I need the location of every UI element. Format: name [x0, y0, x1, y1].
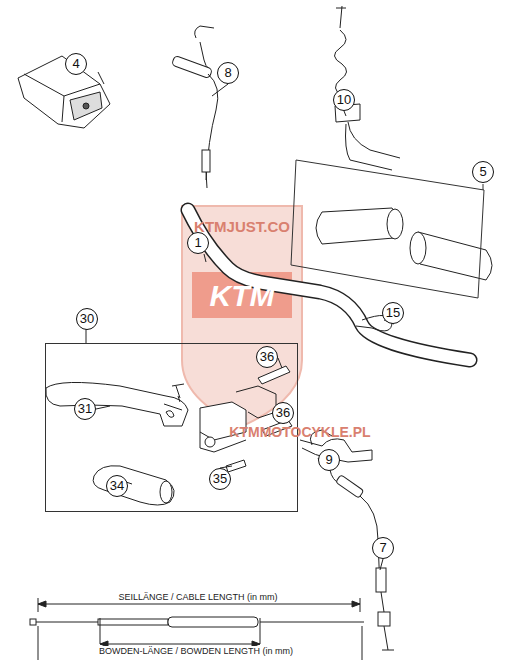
- throttle-cable: [171, 26, 217, 188]
- dimension-label: BOWDEN-LÄNGE / BOWDEN LENGTH (in mm): [96, 646, 296, 656]
- lever-guard: [93, 466, 174, 505]
- watermark-shield: [182, 206, 302, 426]
- callout-leaders: [96, 406, 110, 409]
- clutch-cable: [376, 568, 386, 592]
- dimension-lines: [30, 598, 364, 660]
- parts-panel: 5: [290, 150, 500, 302]
- callout-leaders: [380, 559, 383, 570]
- panel-outline: [291, 160, 484, 298]
- clutch-cable: [382, 626, 394, 650]
- throttle-grip: [83, 103, 89, 109]
- lever-guard: [93, 466, 174, 505]
- lever-fitting: [178, 396, 180, 402]
- dimension-lines: [100, 618, 260, 644]
- throttle-grip: [18, 56, 110, 128]
- callout-number: 30: [76, 308, 98, 330]
- grip-pair: [316, 208, 492, 280]
- clutch-cable: [336, 475, 364, 498]
- lever-fitting: [236, 386, 276, 418]
- dimension-label: SEILLÄNGE / CABLE LENGTH (in mm): [115, 592, 280, 602]
- clutch-cable: [378, 612, 390, 626]
- callout-number: 8: [217, 62, 239, 84]
- lever-fitting: [166, 384, 276, 452]
- callout-number: 36: [256, 346, 278, 368]
- callout-number: 31: [74, 398, 96, 420]
- callout-number: 15: [382, 302, 404, 324]
- clutch-lever: [46, 382, 188, 426]
- lever-guard: [160, 481, 172, 503]
- kill-switch: [334, 6, 400, 170]
- lever-fitting: [205, 437, 215, 447]
- dimension-lines: [38, 626, 362, 660]
- callout-number: 35: [209, 468, 231, 490]
- clutch-lever: [46, 382, 188, 426]
- watermark-logo: KTM: [210, 279, 275, 313]
- dimension-lines: [30, 619, 36, 625]
- callout-leaders: [278, 358, 282, 368]
- lever-fitting: [166, 411, 174, 418]
- panel-outline: [290, 150, 500, 302]
- throttle-cable: [206, 172, 207, 188]
- dimension-lines: [168, 617, 258, 627]
- callout-number: 9: [318, 449, 340, 471]
- throttle-cable: [202, 150, 210, 172]
- callout-leaders: [204, 254, 206, 262]
- callout-number: 4: [65, 53, 87, 75]
- callout-number: 5: [472, 161, 494, 183]
- throttle-cable: [171, 55, 212, 78]
- callout-number: 34: [106, 475, 128, 497]
- callout-number: 36: [272, 402, 294, 424]
- kill-switch: [336, 6, 346, 28]
- kill-switch: [346, 122, 401, 170]
- callout-leaders: [344, 111, 346, 116]
- watermark-text: KTMJUST.CO: [194, 218, 290, 235]
- grip-pair: [410, 232, 426, 264]
- callout-leaders: [96, 72, 394, 570]
- adjust-screws: [258, 366, 290, 384]
- watermark-shield: [182, 206, 302, 426]
- lever-fitting: [172, 384, 184, 398]
- grip-pair: [316, 208, 399, 244]
- watermark-text: KTMMOTOCYKLE.PL: [229, 424, 370, 440]
- kill-switch: [334, 30, 346, 96]
- callout-number: 7: [372, 537, 394, 559]
- throttle-cable: [195, 26, 214, 38]
- grip-pair: [387, 209, 403, 239]
- clutch-lever: [164, 404, 182, 410]
- dimension-lines: [98, 619, 168, 625]
- group-30-leader: [86, 329, 87, 343]
- callout-leaders: [98, 72, 104, 84]
- throttle-grip: [18, 56, 110, 128]
- group-30-leader: [86, 329, 87, 343]
- clutch-cable: [381, 592, 384, 612]
- callout-number: 10: [333, 89, 355, 111]
- callout-leader: [483, 184, 484, 190]
- throttle-grip: [70, 92, 102, 120]
- callout-number: 1: [187, 232, 209, 254]
- callout-leaders: [212, 84, 228, 96]
- clutch-cable: [330, 470, 394, 650]
